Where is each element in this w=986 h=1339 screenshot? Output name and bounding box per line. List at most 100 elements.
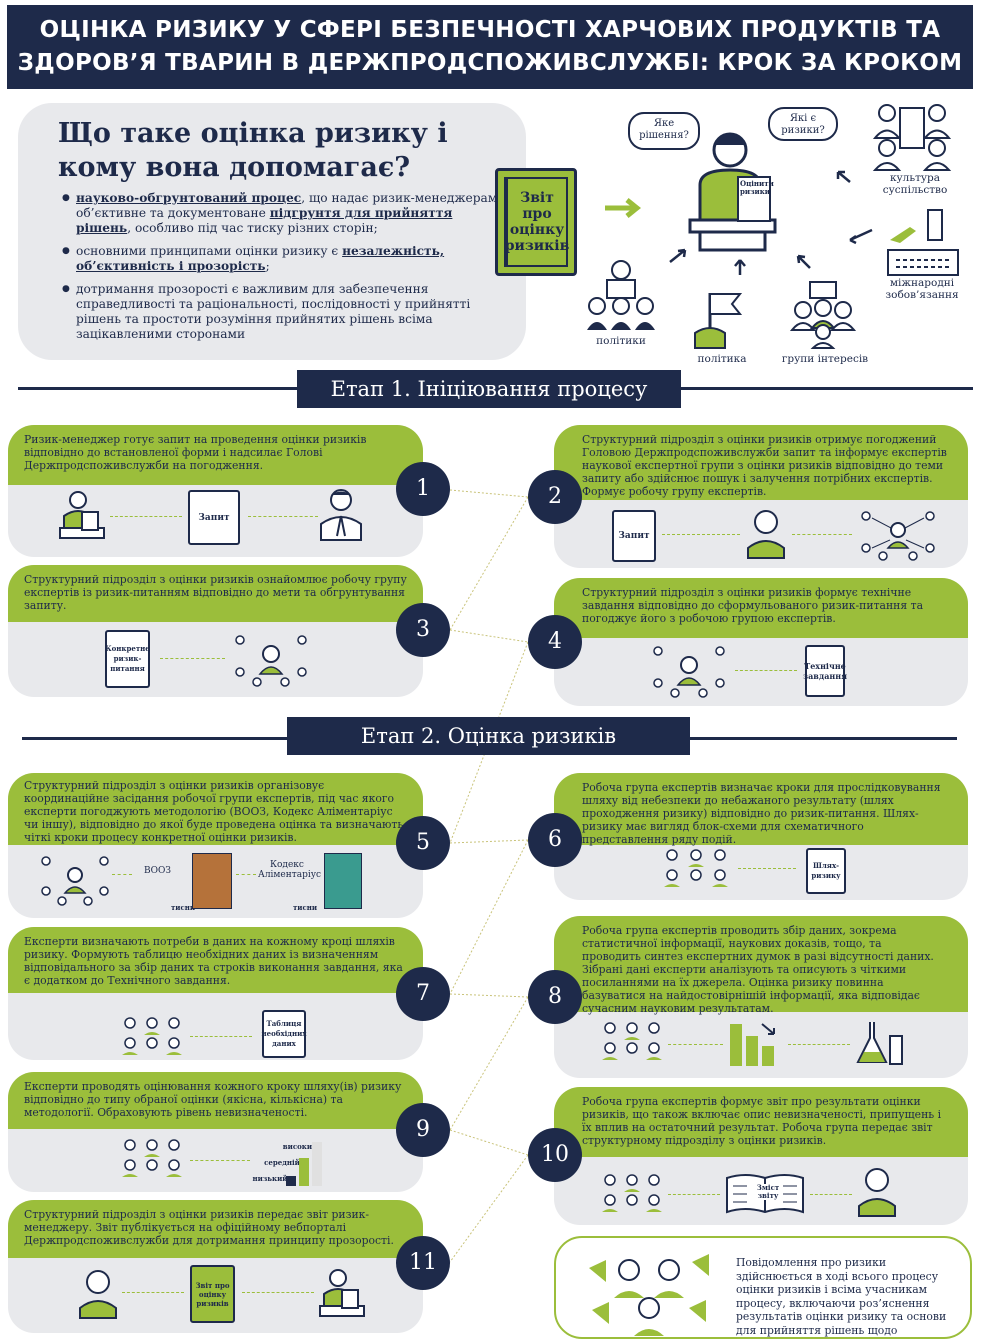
expert-network-icon [653,646,725,698]
data-table-doc: Таблиця необхідних даних [262,1010,306,1058]
click-label: тисни [170,903,196,912]
step-2-number: 2 [528,470,582,524]
expert-group-icon [602,1022,662,1060]
step-8-text: Робоча група експертів проводить збір да… [554,916,968,1015]
report-book-icon: Звіт про оцінку ризиків [495,168,577,276]
dashed-line [160,658,225,659]
expert-group-icon [122,1017,182,1055]
risk-communication-panel: Повідомлення про ризики здійснюється в х… [554,1236,972,1339]
dashed-line [668,1044,723,1045]
step-7-number: 7 [396,967,450,1021]
codex-label: Кодекс Аліментаріус [258,860,322,880]
intro-list: науково-обгрунтований процес, що надає р… [62,191,502,350]
policy-flag-icon [694,293,743,349]
expert-network-icon [235,635,307,687]
label-culture: культура суспільство [882,172,948,196]
who-cover-image[interactable] [192,853,232,909]
specialist-icon [79,1270,117,1319]
specialist-icon [858,1168,896,1217]
intro-heading: Що таке оцінка ризику і кому вона допома… [58,118,448,183]
report-book-small: Звіт про оцінку ризиків [190,1265,235,1323]
dashed-line [110,516,182,517]
text: , особливо під час тиску різних сторін; [127,221,378,235]
text: ; [265,259,270,273]
uncertainty-levels-icon [286,1142,322,1186]
manager-icon [319,1269,365,1317]
step-3-number: 3 [396,603,450,657]
expert-network-icon [861,511,935,561]
level-mid: середній [264,1158,300,1167]
risk-manager-icon [688,132,777,252]
click-label: тисни [292,903,318,912]
step-10-card: Робоча група експертів формує звіт про р… [554,1087,968,1225]
technical-task-doc: Технічне завдання [803,645,847,697]
step-3-text: Структурний підрозділ з оцінки ризиків о… [8,565,423,622]
step-6-card: Робоча група експертів визначає кроки дл… [554,773,968,900]
step-2-text: Структурний підрозділ з оцінки ризиків о… [554,425,968,500]
step-4-number: 4 [528,615,582,669]
expert-group-icon [602,1174,662,1212]
dashed-line [190,1160,250,1161]
step-9-card: Експерти проводять оцінювання кожного кр… [8,1072,423,1192]
request-doc: Запит [188,490,240,545]
codex-cover-image[interactable] [324,853,362,909]
lab-flask-icon [856,1022,903,1065]
level-high: високий [282,1142,318,1151]
expert-network-icon [41,856,109,906]
evaluate-risks-doc: Оцінити ризики [740,179,774,196]
label-policy: політика [697,353,747,365]
society-icon [872,104,952,171]
risk-path-doc: Шлях-ризику [806,848,846,894]
step-4-card: Структурний підрозділ з оцінки ризиків ф… [554,578,968,706]
expert-group-icon [122,1139,182,1177]
title-line-2: ЗДОРОВ’Я ТВАРИН В ДЕРЖПРОДСПОЖИВСЛУЖБІ: … [17,50,963,76]
text: , що надає ризик-менеджерам об’єктивне т… [76,191,498,220]
step-11-text: Структурний підрозділ з оцінки ризиків п… [8,1200,423,1258]
step-8-card: Робоча група експертів проводить збір да… [554,916,968,1078]
dashed-line [242,1292,314,1293]
interest-groups-icon [789,281,857,349]
intro-bullet-2: основними принципами оцінки ризику є нез… [62,244,502,274]
risk-question-doc: Конкретне ризик-питання [105,630,150,688]
airport-icon [887,209,959,276]
stage-2-title: Етап 2. Оцінка ризиків [287,717,690,755]
step-10-number: 10 [528,1128,582,1182]
intro-panel: Що таке оцінка ризику і кому вона допома… [18,103,526,360]
dashed-line [735,670,797,671]
manager-icon [59,491,105,539]
step-7-text: Експерти визначають потреби в даних на к… [8,927,423,993]
dashed-line [738,868,796,869]
level-low: низький [252,1174,288,1183]
step-5-number: 5 [396,816,450,870]
label-intl: міжнародні зобов’язання [885,277,959,301]
step-7-card: Експерти визначають потреби в даних на к… [8,927,423,1060]
dashed-line [668,1194,720,1195]
final-note-text: Повідомлення про ризики здійснюється в х… [736,1256,947,1339]
dashed-line [248,516,318,517]
step-1-number: 1 [396,462,450,516]
page-title: ОЦІНКА РИЗИКУ У СФЕРІ БЕЗПЕЧНОСТІ ХАРЧОВ… [7,5,973,89]
green-arrow-icon [605,198,642,218]
title-line-1: ОЦІНКА РИЗИКУ У СФЕРІ БЕЗПЕЧНОСТІ ХАРЧОВ… [39,17,941,43]
dashed-line [122,1292,184,1293]
specialist-icon [747,510,785,559]
step-6-text: Робоча група експертів визначає кроки дл… [554,773,968,846]
politicians-icon [587,260,655,330]
dashed-line [788,1044,850,1045]
step-5-text: Структурний підрозділ з оцінки ризиків о… [8,773,423,845]
step-11-number: 11 [396,1236,450,1290]
dashed-line [112,874,132,875]
label-politicians: політики [596,335,646,347]
step-6-number: 6 [528,813,582,867]
intro-bullet-1: науково-обгрунтований процес, що надає р… [62,191,502,236]
dashed-line [190,1036,252,1037]
intro-bullet-3: дотримання прозорості є важливим для заб… [62,282,502,342]
dashed-line [810,1194,852,1195]
label-interest: групи інтересів [781,353,869,365]
head-official-icon [320,489,362,541]
speech-bubble-risks: Які є ризики? [768,107,838,141]
megaphone-people-icon [589,1254,709,1336]
book-label: Звіт про оцінку ризиків [504,177,569,267]
step-9-number: 9 [396,1103,450,1157]
